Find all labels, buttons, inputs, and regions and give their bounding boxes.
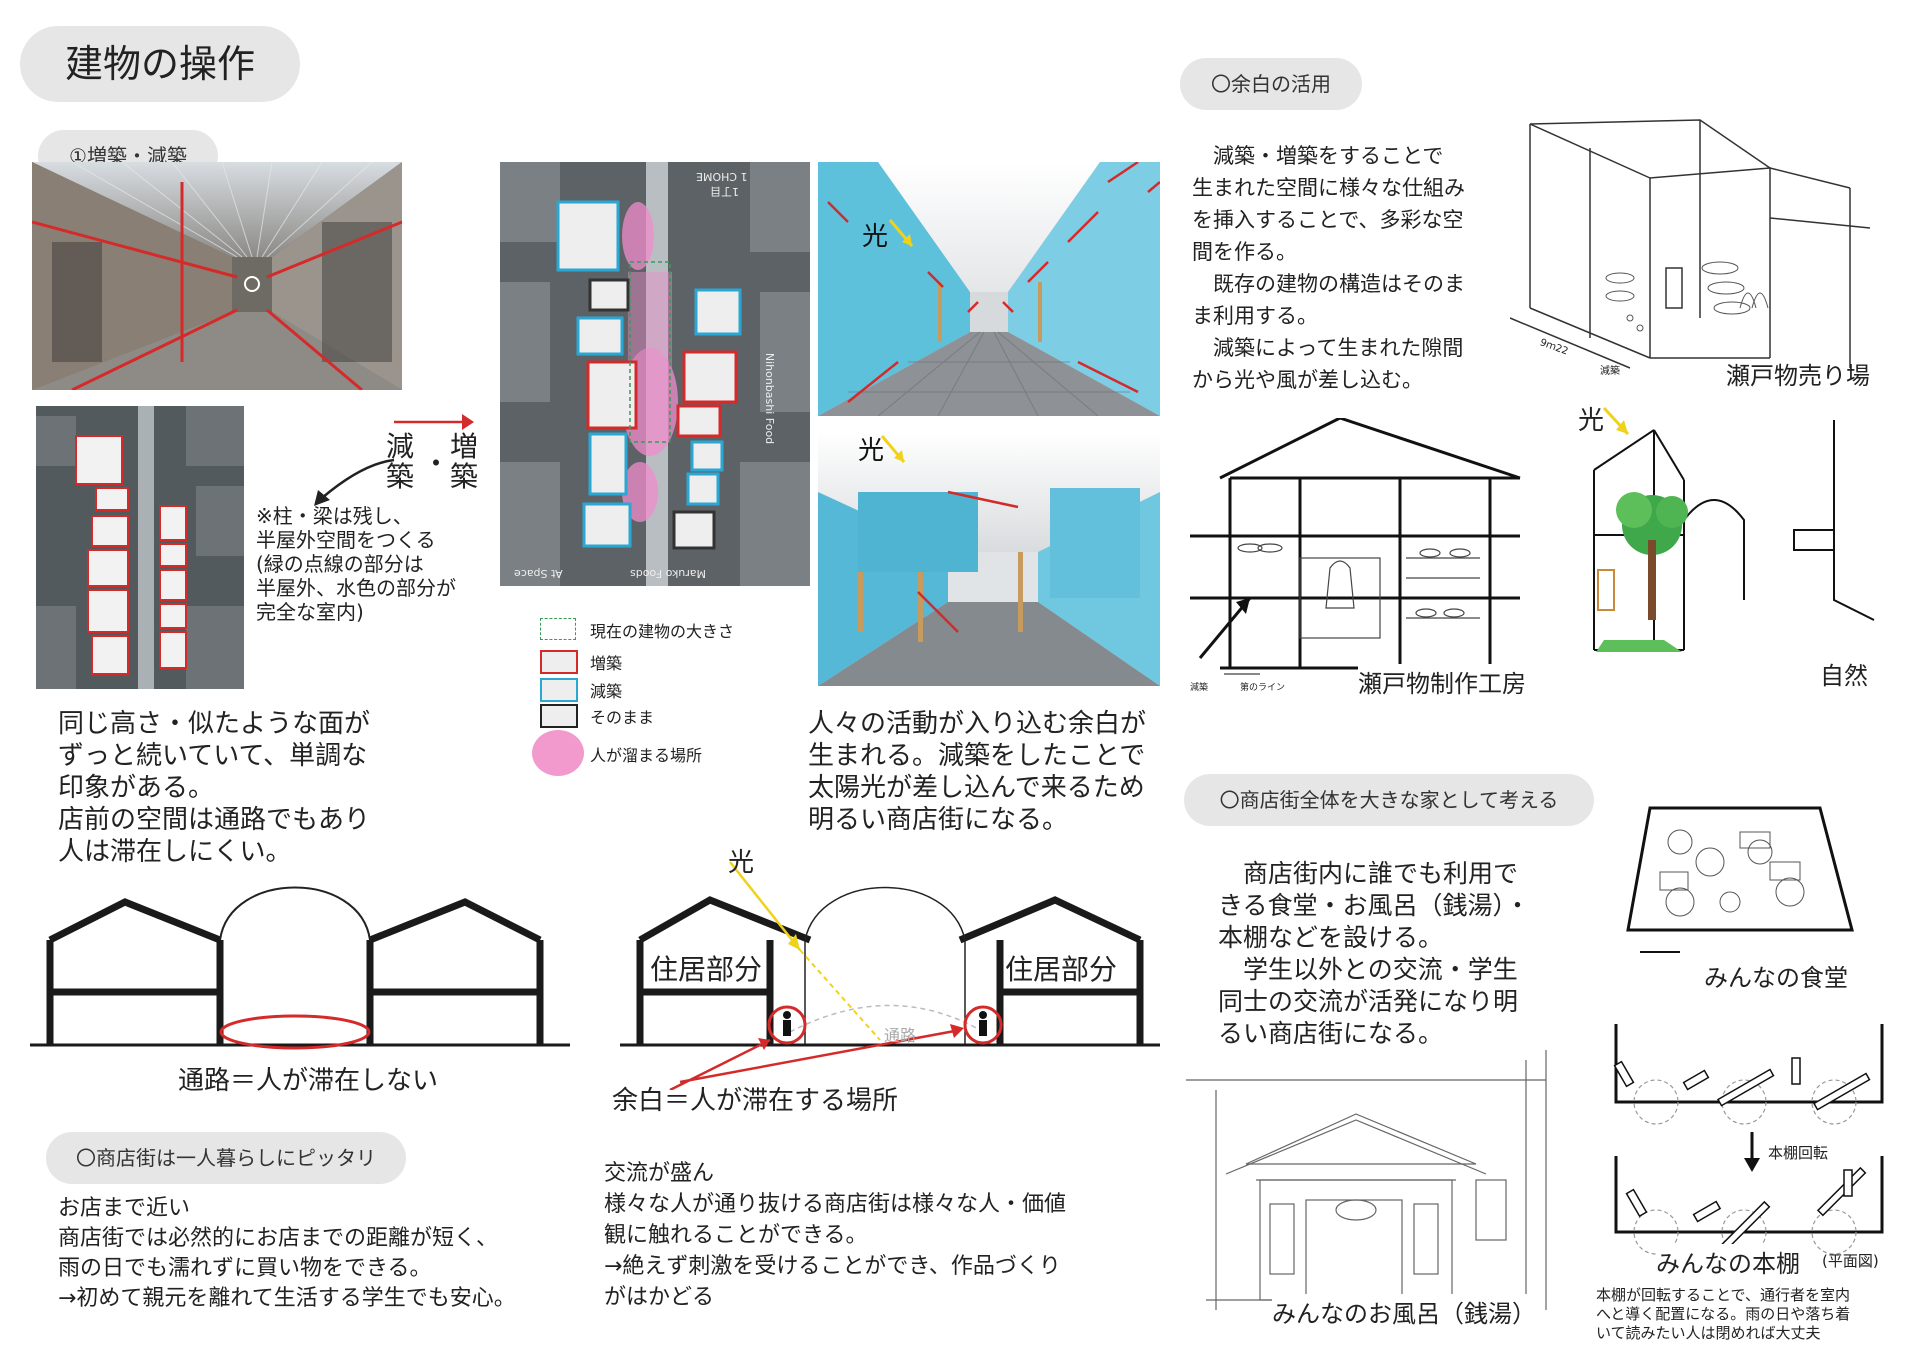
red-arrow <box>394 414 474 430</box>
text-koryu: 交流が盛ん 様々な人が通り抜ける商店街は様々な人・価値 観に触れることができる。… <box>604 1161 1067 1310</box>
section-house-right: 住居部分 <box>1005 953 1118 986</box>
caption-stay-space: 余白＝人が滞在する場所 <box>612 1086 899 1116</box>
label-nature: 自然 <box>1820 662 1868 690</box>
label-workshop: 瀬戸物制作工房 <box>1358 664 1526 698</box>
text-ie: 商店街内に誰でも利用で きる食堂・お風呂（銭湯）・ 本棚などを設ける。 学生以外… <box>1218 859 1531 1048</box>
legend-swatch-reduce <box>540 678 578 702</box>
sketch-shokudo: みんなの食堂 <box>1620 802 1866 992</box>
legend: 現在の建物の大きさ 増築 減築 そのまま 人が溜まる場所 <box>532 618 790 778</box>
label-hondana: みんなの本棚 <box>1656 1244 1800 1279</box>
label-genchiku: 減築 <box>386 430 415 493</box>
label-zouchiku: 増築 <box>450 430 479 493</box>
legend-label-keep: そのまま <box>590 708 655 727</box>
section-label-yohaku: 〇余白の活用 <box>1180 58 1362 110</box>
section-passage-label: 通路 <box>884 1026 917 1045</box>
section-drawing-before <box>30 886 570 1050</box>
section-house-left: 住居部分 <box>650 953 763 986</box>
label-dot: ・ <box>422 447 451 480</box>
map-label-street-bottom: Maruko Foods <box>630 567 707 580</box>
uriba-dim-2: 減築 <box>1600 366 1620 377</box>
sketch-workshop: 減築 第のライン 瀬戸物制作工房 <box>1190 418 1550 698</box>
label-furo: みんなのお風呂（銭湯） <box>1272 1294 1536 1329</box>
legend-swatch-keep <box>540 704 578 728</box>
map-label-street-bottom2: At Space <box>514 567 563 580</box>
legend-label-existing: 現在の建物の大きさ <box>590 622 735 641</box>
label-kaiten: 本棚回転 <box>1768 1144 1829 1162</box>
page-title: 建物の操作 <box>20 26 300 102</box>
section-label-hitori: 〇商店街は一人暮らしにピッタリ <box>46 1132 406 1184</box>
model-photo-bottom: 光 <box>818 432 1160 686</box>
section-drawing-after <box>620 861 1160 1090</box>
legend-swatch-gather <box>532 730 584 776</box>
light-label-2: 光 <box>858 436 885 466</box>
legend-label-reduce: 減築 <box>590 682 623 701</box>
legend-label-add: 増築 <box>590 654 623 673</box>
legend-swatch-existing <box>540 618 576 640</box>
text-hitori: お店まで近い 商店街では必然的にお店までの距離が短く、 雨の日でも濡れずに買い物… <box>58 1196 516 1311</box>
aerial-map-large: 1 CHOME 1丁目 Nihonbashi Food Maruko Foods… <box>500 162 810 586</box>
description-monotone: 同じ高さ・似たような面が ずっと続いていて、単調な 印象がある。 店前の空間は通… <box>58 709 371 867</box>
description-yohaku-model: 人々の活動が入り込む余白が 生まれる。減築をしたことで 太陽光が差し込んで来るた… <box>808 709 1147 835</box>
legend-swatch-add <box>540 650 578 674</box>
aerial-map-small <box>36 406 244 689</box>
light-label-1: 光 <box>862 222 889 252</box>
map-label-chome-num: 1丁目 <box>710 185 739 198</box>
caption-no-stay: 通路＝人が滞在しない <box>178 1066 439 1096</box>
arcade-photo <box>32 162 402 390</box>
label-shokudo: みんなの食堂 <box>1704 964 1848 992</box>
section-label-ie: 〇商店街全体を大きな家として考える <box>1184 774 1594 826</box>
workshop-small-2: 第のライン <box>1240 683 1286 693</box>
model-photo-top: 光 <box>818 162 1160 416</box>
legend-label-gather: 人が溜まる場所 <box>590 746 703 765</box>
sketch-furo: みんなのお風呂（銭湯） <box>1186 1050 1560 1340</box>
sketch-hondana: 本棚回転 みんなの本棚 (平面図) <box>1612 1022 1902 1280</box>
text-hondana-note: 本棚が回転することで、通行者を室内 へと導く配置になる。雨の日や落ち着 いて読み… <box>1596 1286 1851 1342</box>
nature-light-label: 光 <box>1578 406 1605 436</box>
section-light-label: 光 <box>728 848 755 878</box>
black-curved-arrow <box>314 458 395 506</box>
sketch-setomono-uriba: 9ｍ22 減築 瀬戸物売り場 <box>1510 118 1890 388</box>
label-hondana-sub: (平面図) <box>1822 1252 1879 1270</box>
text-yohaku: 減築・増築をすることで 生まれた空間に様々な仕組み を挿入することで、多彩な空 … <box>1192 144 1465 392</box>
label-setomono-uriba: 瀬戸物売り場 <box>1726 362 1870 388</box>
map-label-chome: 1 CHOME <box>696 170 748 183</box>
sketch-nature: 光 自然 <box>1574 400 1890 700</box>
workshop-small-1: 減築 <box>1190 683 1209 693</box>
map-label-street-side: Nihonbashi Food <box>763 352 777 445</box>
note-pillars: ※柱・梁は残し、 半屋外空間をつくる (緑の点線の部分は 半屋外、水色の部分が … <box>256 504 456 624</box>
